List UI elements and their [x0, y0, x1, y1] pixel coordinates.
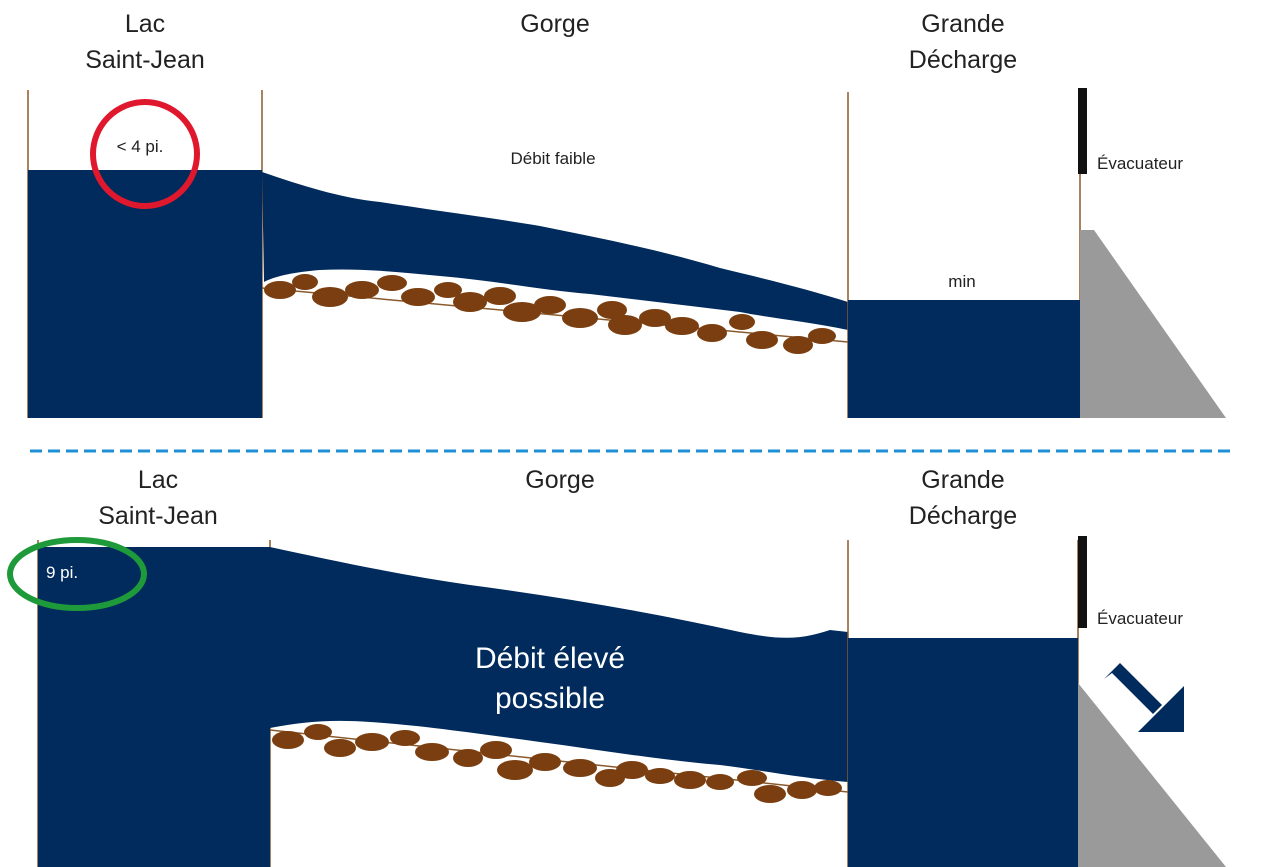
bottom-spillway-label: Évacuateur	[1097, 609, 1183, 628]
bottom-lake-label-line1: Lac	[138, 466, 178, 494]
top-flow-label: Débit faible	[510, 149, 595, 168]
top-lake-label-line2: Saint-Jean	[85, 46, 205, 74]
bottom-spillway-gate	[1078, 536, 1087, 628]
bottom-decharge-label-line2: Décharge	[909, 502, 1017, 530]
top-decharge-water	[848, 300, 1080, 418]
bottom-dam-slope	[1078, 683, 1226, 867]
bottom-flow-label-line2: possible	[495, 682, 605, 715]
bottom-green-circle	[7, 537, 147, 611]
top-lake-water	[28, 170, 262, 418]
top-scenario: Lac Saint-Jean Gorge Grande Décharge < 4…	[27, 10, 1226, 418]
top-spillway-label: Évacuateur	[1097, 154, 1183, 173]
top-level-note: < 4 pi.	[117, 137, 164, 156]
bottom-lake-label-line2: Saint-Jean	[98, 502, 218, 530]
top-gorge-label: Gorge	[520, 10, 589, 38]
top-decharge-level: min	[948, 272, 975, 291]
top-decharge-label-line1: Grande	[921, 10, 1004, 38]
top-gorge-water	[262, 172, 848, 330]
bottom-decharge-label-line1: Grande	[921, 466, 1004, 494]
bottom-rocks	[272, 724, 842, 803]
bottom-level-note: 9 pi.	[46, 563, 78, 582]
top-lake-label-line1: Lac	[125, 10, 165, 38]
bottom-lake-and-gorge-water	[38, 547, 848, 867]
bottom-flow-label-line1: Débit élevé	[475, 642, 625, 675]
spillway-flow-arrow	[1104, 663, 1184, 732]
top-dam-slope	[1094, 230, 1226, 418]
top-red-circle	[90, 99, 200, 209]
top-decharge-label-line2: Décharge	[909, 46, 1017, 74]
top-dam-wall	[1080, 230, 1094, 418]
top-spillway-gate	[1078, 88, 1087, 174]
bottom-decharge-water	[848, 638, 1078, 867]
bottom-scenario: Lac Saint-Jean Gorge Grande Décharge 9 p…	[7, 466, 1226, 867]
bottom-gorge-label: Gorge	[525, 466, 594, 494]
